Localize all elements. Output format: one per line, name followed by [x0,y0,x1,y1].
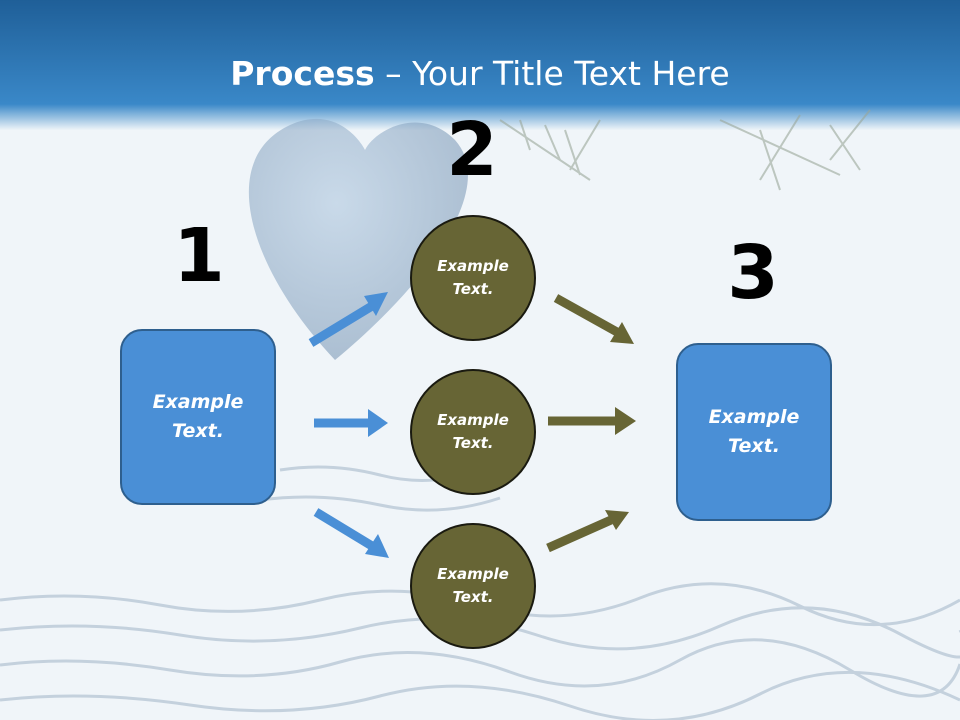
step-2-circle-bottom: Example Text. [410,523,536,649]
step-2-circle-top: Example Text. [410,215,536,341]
arrow-top-to-step3 [553,294,634,344]
arrow-step1-to-top [308,292,388,347]
arrow-middle-to-step3 [548,407,636,435]
step-1-box: Example Text. [120,329,276,505]
arrow-step1-to-middle [314,409,388,437]
step-1-number: 1 [173,213,225,299]
arrow-bottom-to-step3 [546,510,629,553]
step-2-number: 2 [446,107,498,193]
arrow-step1-to-bottom [313,508,389,558]
step-1-label: Example Text. [152,391,244,442]
title-bold: Process [230,54,375,93]
step-2-circle-middle: Example Text. [410,369,536,495]
circle-label: Example Text. [437,411,509,452]
title-rest: – Your Title Text Here [374,54,730,93]
step-3-box: Example Text. [676,343,832,521]
page-title: Process – Your Title Text Here [0,52,960,96]
circle-label: Example Text. [437,565,509,606]
step-3-number: 3 [727,230,779,316]
circle-label: Example Text. [437,257,509,298]
step-3-label: Example Text. [708,406,800,457]
